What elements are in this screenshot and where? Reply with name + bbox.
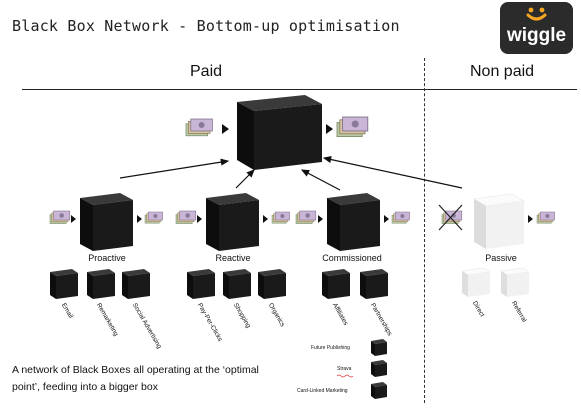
arrow-out-icon (326, 124, 333, 134)
money-input-icon (185, 118, 213, 137)
child-box-email (50, 269, 78, 299)
reactive-arrow-in-icon (197, 215, 202, 223)
money-output-icon (336, 116, 369, 138)
child-box-referral (500, 267, 530, 297)
crossed-out-icon (438, 204, 463, 231)
child-box-shopping (223, 269, 251, 299)
wiggle-logo: wiggle (500, 2, 573, 54)
reactive-money-in-icon (175, 210, 197, 225)
child-box-social-advertising (122, 269, 150, 299)
section-paid: Paid (190, 63, 223, 80)
arrow-commissioned-to-main (300, 169, 341, 191)
label-passive: Passive (485, 253, 517, 263)
commissioned-money-in-icon (295, 210, 317, 225)
arrow-passive-to-main (322, 156, 463, 189)
proactive-arrow-in-icon (71, 215, 76, 223)
partner-box-card-linked-marketing (371, 382, 387, 399)
reactive-money-out-icon (271, 211, 291, 224)
child-box-organics (258, 269, 286, 299)
main-black-box (237, 95, 322, 170)
label-proactive: Proactive (88, 253, 126, 263)
passive-box (473, 193, 525, 249)
passive-money-in-icon (441, 210, 463, 225)
label-strava: Strava (337, 366, 352, 372)
child-box-remarketing (87, 269, 115, 299)
partner-box-strava (371, 360, 387, 377)
page-title: Black Box Network - Bottom-up optimisati… (12, 17, 400, 35)
arrow-proactive-to-main (119, 158, 230, 179)
child-box-partnerships (360, 269, 388, 299)
commissioned-arrow-out-icon (384, 215, 389, 223)
commissioned-arrow-in-icon (318, 215, 323, 223)
proactive-arrow-out-icon (137, 215, 142, 223)
footnote-text: A network of Black Boxes all operating a… (12, 364, 259, 393)
child-box-direct (461, 267, 491, 297)
section-non-paid: Non paid (470, 63, 535, 80)
logo-smile-icon (526, 7, 547, 21)
logo-text: wiggle (506, 25, 567, 46)
label-commissioned: Commissioned (322, 253, 382, 263)
reactive-arrow-out-icon (263, 215, 268, 223)
passive-money-out-icon (536, 211, 555, 224)
child-box-pay-per-clicks (187, 269, 215, 299)
passive-arrow-out-icon (528, 215, 533, 223)
label-reactive: Reactive (215, 253, 251, 263)
commissioned-box (327, 193, 380, 251)
arrow-in-icon (222, 124, 229, 134)
label-card-linked-marketing: Card-Linked Marketing (297, 388, 348, 394)
spellcheck-underline (336, 374, 354, 378)
paid-nonpaid-divider (424, 58, 425, 403)
proactive-money-out-icon (144, 211, 164, 224)
child-box-affiliates (322, 269, 350, 299)
arrow-reactive-to-main (235, 169, 255, 189)
proactive-money-in-icon (49, 210, 71, 225)
partner-box-future-publishing (371, 339, 387, 356)
header-divider (22, 89, 577, 90)
label-future-publishing: Future Publishing (311, 345, 350, 351)
reactive-box (206, 193, 259, 251)
proactive-box (80, 193, 133, 251)
commissioned-money-out-icon (391, 211, 411, 224)
